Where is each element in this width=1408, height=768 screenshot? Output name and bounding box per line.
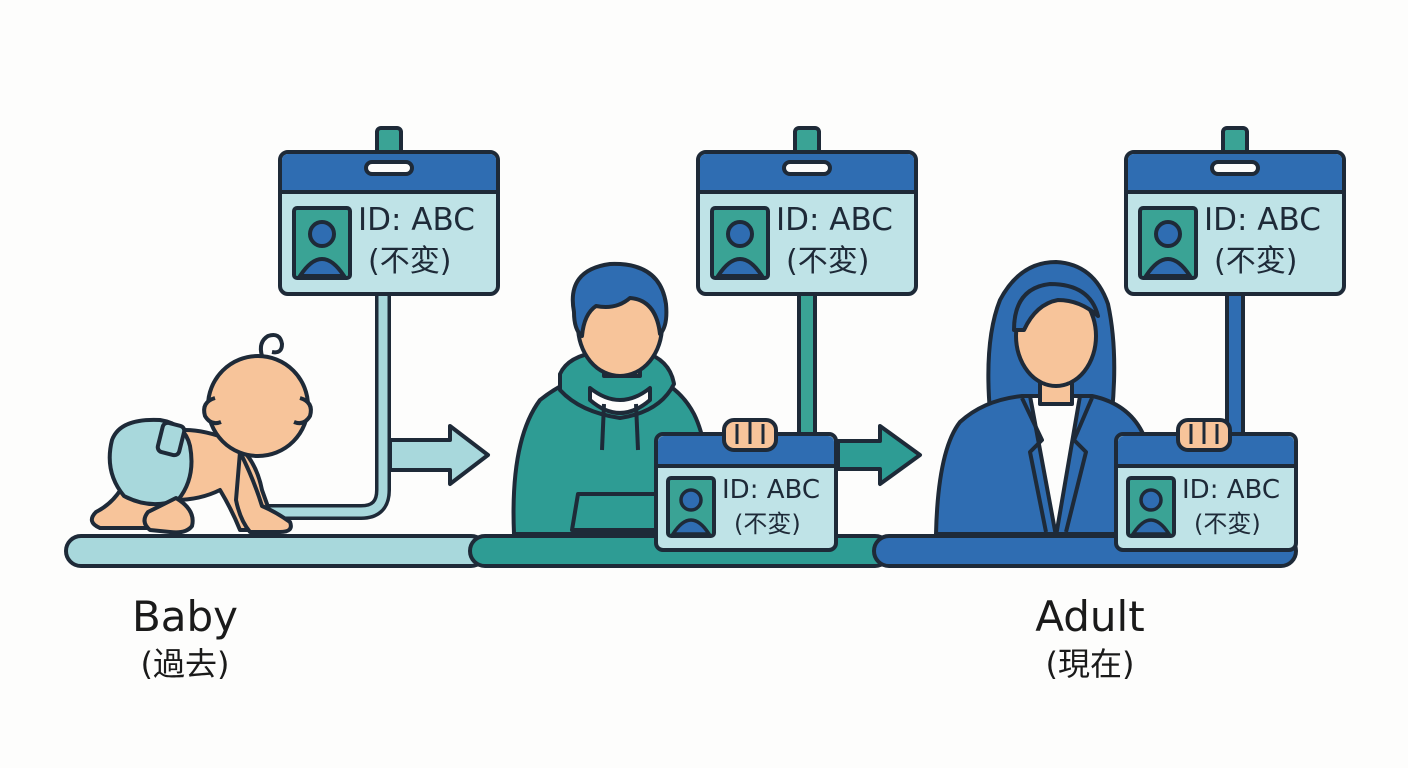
- badge-id-text: ID: ABC: [1182, 475, 1280, 505]
- badge-pole: [797, 288, 817, 442]
- badge-note-text: (不変): [734, 510, 801, 538]
- stage-sub-adult: (現在): [1045, 645, 1135, 683]
- stage-label-adult: Adult: [1035, 592, 1145, 641]
- stage-label-baby: Baby: [131, 592, 239, 641]
- handheld-id-badge: ID: ABC (不変): [1114, 418, 1298, 552]
- badge-note-text: (不変): [786, 244, 869, 279]
- handheld-id-badge: ID: ABC (不変): [654, 418, 838, 552]
- badge-note-text: (不変): [1214, 244, 1297, 279]
- timeline-segment-past: [64, 534, 488, 568]
- badge-id-text: ID: ABC: [776, 202, 893, 238]
- stage-caption-baby: Baby (過去): [95, 592, 275, 686]
- baby-figure: [89, 333, 313, 535]
- stage-caption-adult: Adult (現在): [1000, 592, 1180, 686]
- badge-note-text: (不変): [368, 244, 451, 279]
- badge-id-text: ID: ABC: [358, 202, 475, 238]
- id-badge-middle: ID: ABC (不変): [696, 126, 918, 296]
- arrow-right-icon: [388, 424, 490, 486]
- id-badge-past: ID: ABC (不変): [278, 126, 500, 296]
- badge-pole: [1225, 288, 1245, 442]
- id-badge-present: ID: ABC (不変): [1124, 126, 1346, 296]
- badge-id-text: ID: ABC: [722, 475, 820, 505]
- adult-figure: [934, 260, 1148, 538]
- stage-sub-baby: (過去): [140, 645, 230, 683]
- arrow-right-icon: [836, 424, 922, 486]
- badge-note-text: (不変): [1194, 510, 1261, 538]
- badge-id-text: ID: ABC: [1204, 202, 1321, 238]
